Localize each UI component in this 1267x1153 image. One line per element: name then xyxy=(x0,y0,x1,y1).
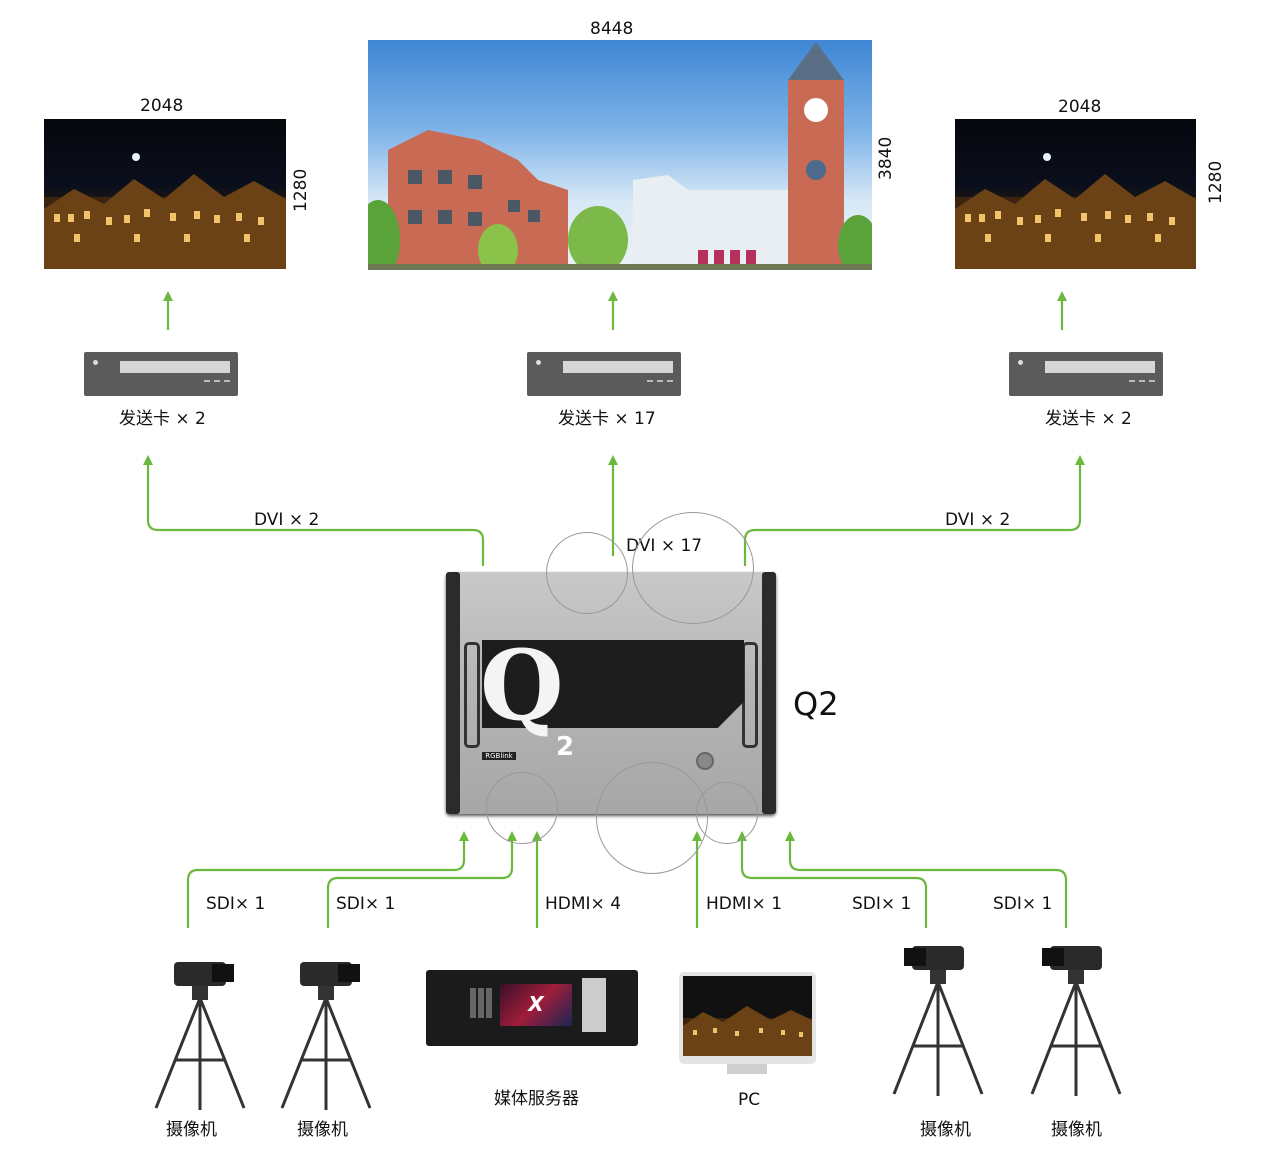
q2-logo-sub: 2 xyxy=(556,732,575,762)
sender-card-right xyxy=(1009,352,1163,396)
wire-cam1 xyxy=(186,831,469,928)
power-knob-icon xyxy=(696,752,714,770)
media-server-icon: X xyxy=(426,970,638,1046)
camera-1-label: 摄像机 xyxy=(166,1120,217,1140)
media-server-label: 媒体服务器 xyxy=(494,1089,579,1109)
screen-center-width: 8448 xyxy=(590,19,634,39)
media-screen-text: X xyxy=(528,992,544,1016)
wire-cam2 xyxy=(326,831,517,928)
q2-label: Q2 xyxy=(793,685,839,723)
sender-left-label: 发送卡 × 2 xyxy=(119,409,206,429)
screen-left xyxy=(44,119,286,269)
link-left-label: DVI × 2 xyxy=(254,510,320,530)
screen-center xyxy=(368,40,872,270)
camera-2-icon xyxy=(276,958,376,1118)
link-right-label: DVI × 2 xyxy=(945,510,1011,530)
input-label-3: HDMI× 4 xyxy=(545,894,622,914)
wire-q2-to-sender-right xyxy=(743,455,1085,566)
screen-right-height: 1280 xyxy=(1206,160,1226,204)
q2-processor: Q 2 RGBlink xyxy=(446,512,776,874)
input-label-6: SDI× 1 xyxy=(993,894,1053,914)
sender-right-label: 发送卡 × 2 xyxy=(1045,409,1132,429)
camera-4-icon xyxy=(1026,942,1126,1102)
pc-label: PC xyxy=(738,1090,761,1110)
sender-card-left xyxy=(84,352,238,396)
screen-right xyxy=(955,119,1196,269)
input-label-5: SDI× 1 xyxy=(852,894,912,914)
camera-4-label: 摄像机 xyxy=(1051,1120,1102,1140)
input-label-2: SDI× 1 xyxy=(336,894,396,914)
screen-right-width: 2048 xyxy=(1058,97,1102,117)
input-label-4: HDMI× 1 xyxy=(706,894,783,914)
screen-left-height: 1280 xyxy=(291,168,311,212)
screen-center-height: 3840 xyxy=(876,136,896,180)
screen-left-width: 2048 xyxy=(140,96,184,116)
sender-card-center xyxy=(527,352,681,396)
camera-3-icon xyxy=(888,942,988,1102)
wire-cam4 xyxy=(785,831,1068,928)
input-label-1: SDI× 1 xyxy=(206,894,266,914)
night-building-image xyxy=(44,153,286,269)
q2-logo-letter: Q xyxy=(480,629,564,742)
night-building-image xyxy=(955,153,1196,269)
wire-q2-to-sender-left xyxy=(143,455,485,566)
sender-center-label: 发送卡 × 17 xyxy=(558,409,656,429)
brand-logo: RGBlink xyxy=(482,752,516,760)
camera-3-label: 摄像机 xyxy=(920,1120,971,1140)
campus-building-image xyxy=(368,42,872,270)
camera-1-icon xyxy=(150,958,250,1118)
camera-2-label: 摄像机 xyxy=(297,1120,348,1140)
pc-monitor-icon xyxy=(679,972,816,1074)
wire-cam3 xyxy=(737,831,928,928)
